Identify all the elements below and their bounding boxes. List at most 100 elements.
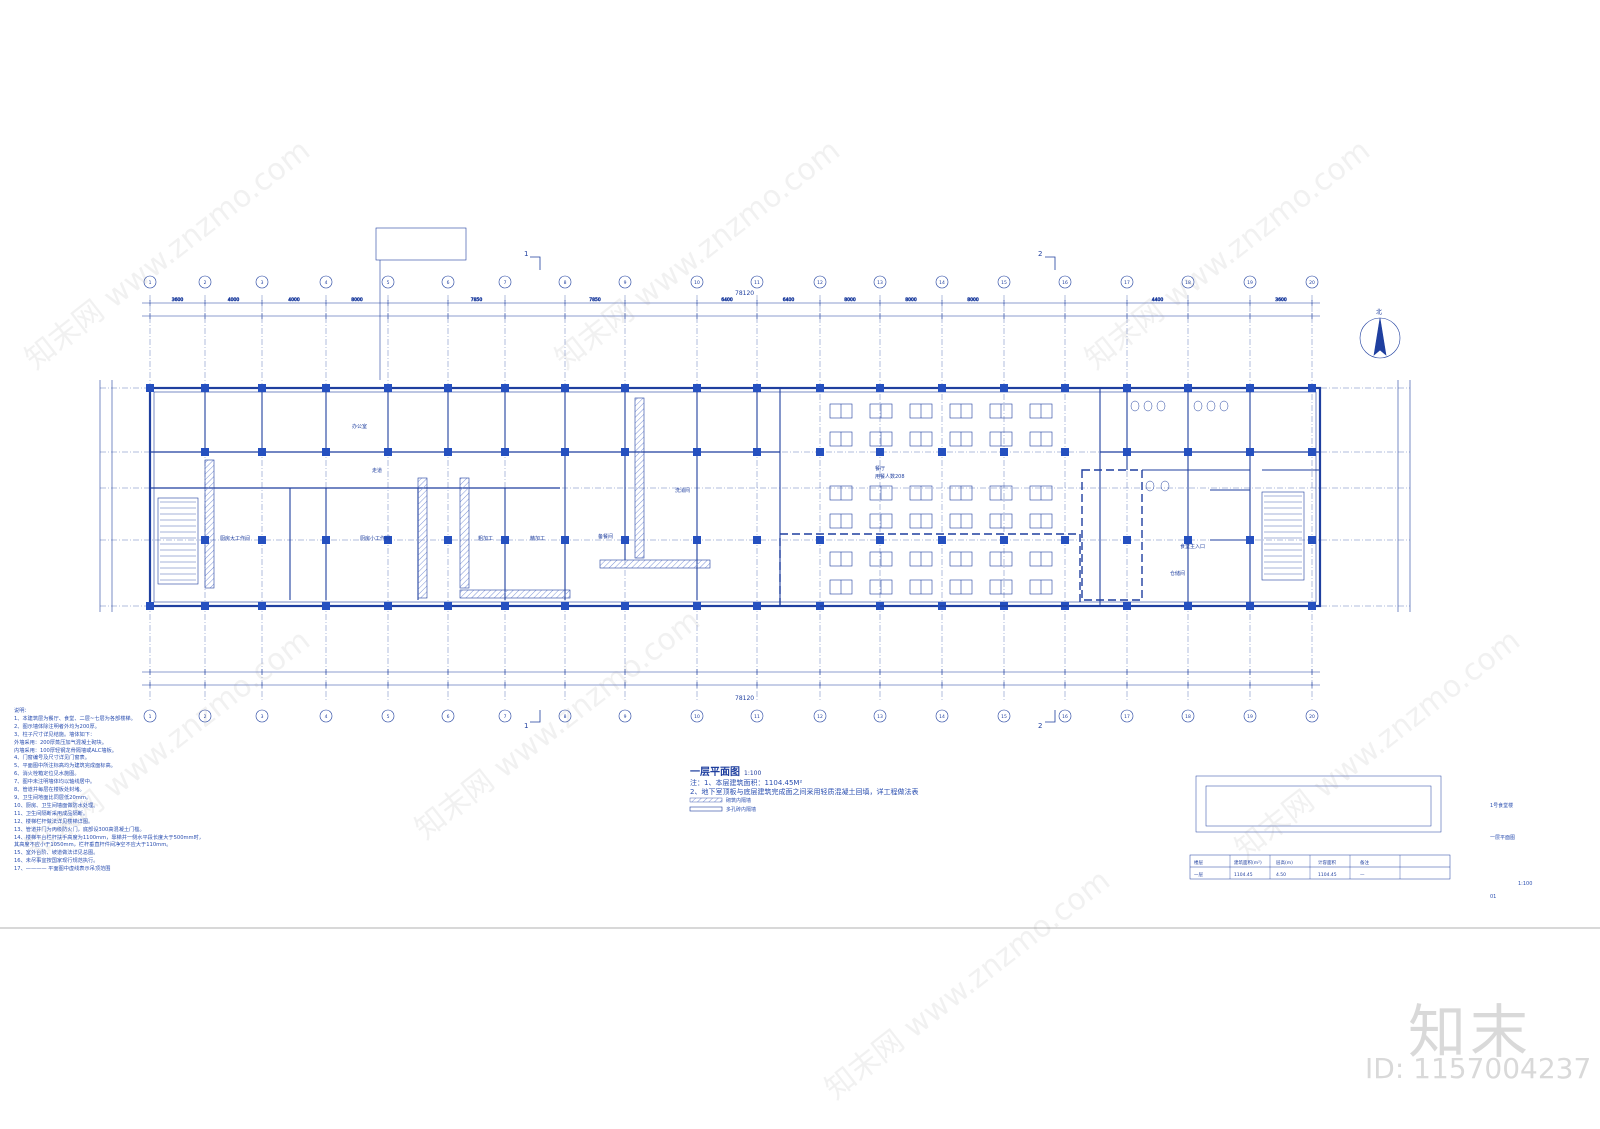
- room-kitchen-small: 厨房小工作间: [360, 535, 390, 542]
- axis-label: 9: [624, 280, 627, 286]
- dining-table: [989, 403, 1013, 419]
- column: [322, 448, 330, 456]
- dining-table: [1029, 513, 1053, 529]
- key-plan-table-cell: 计容面积: [1318, 861, 1336, 866]
- dining-table: [869, 551, 893, 567]
- axis-bubble: 13: [873, 709, 887, 723]
- room-roughing: 粗加工: [478, 535, 493, 542]
- axis-label: 17: [1124, 280, 1130, 286]
- column: [693, 384, 701, 392]
- toilet-fixture: [1206, 400, 1216, 412]
- axis-label: 7: [504, 714, 507, 720]
- key-plan-table-cell: 建筑面积(m²): [1234, 861, 1262, 866]
- column: [1061, 448, 1069, 456]
- column: [1184, 384, 1192, 392]
- dining-table: [949, 431, 973, 447]
- hatched-walls: [204, 397, 711, 599]
- axis-label: 9: [624, 714, 627, 720]
- stair-right-steps: [1264, 495, 1302, 575]
- toilet-fixture: [1219, 400, 1229, 412]
- key-plan-sub: 一层平面图: [1490, 835, 1516, 841]
- axis-bubble: 10: [690, 275, 704, 289]
- key-plan-table-cell: 1104.45: [1234, 872, 1253, 878]
- axis-bubble: 1: [143, 275, 157, 289]
- general-note-line: 外墙采用：200厚蒸压加气混凝土砌块。: [14, 739, 107, 746]
- column: [753, 448, 761, 456]
- dimension-label: 3600: [1275, 297, 1287, 303]
- axis-label: 17: [1124, 714, 1130, 720]
- dining-tables: [829, 403, 1053, 595]
- column: [322, 536, 330, 544]
- column: [322, 384, 330, 392]
- interior-partitions: [204, 388, 1320, 606]
- column: [816, 384, 824, 392]
- column: [816, 536, 824, 544]
- room-entrance: 食堂主入口: [1180, 543, 1205, 550]
- general-note-line: 14、楼梯平台栏杆扶手高度为1100mm，靠梯井一侧水平段长度大于500mm时，: [14, 834, 204, 841]
- column: [621, 384, 629, 392]
- axis-bubble: 15: [997, 275, 1011, 289]
- axis-bubble: 3: [255, 709, 269, 723]
- column: [258, 536, 266, 544]
- axis-label: 13: [877, 280, 883, 286]
- column: [146, 384, 154, 392]
- column: [384, 384, 392, 392]
- column: [501, 602, 509, 610]
- general-note-line: 12、楼梯栏杆做法详见楼梯详图。: [14, 818, 94, 825]
- axis-label: 10: [694, 714, 700, 720]
- dining-table: [829, 579, 853, 595]
- section-mark-1-bottom: 1: [524, 722, 528, 730]
- general-note-line: 10、厨房、卫生间墙面做防水处理。: [14, 802, 99, 809]
- axis-bubble: 11: [750, 275, 764, 289]
- dimension-label: 4000: [228, 297, 240, 303]
- axis-label: 8: [564, 280, 567, 286]
- axis-bubble: 2: [198, 275, 212, 289]
- column: [561, 448, 569, 456]
- dining-table: [989, 485, 1013, 501]
- dining-table: [869, 403, 893, 419]
- general-notes: 说明：1、本建筑层为餐厅、食堂、二层~七层为各部楼梯。2、图示墙体除注明者外均为…: [14, 708, 314, 874]
- key-plan-table-grid: [1229, 855, 1401, 879]
- plan-note-1: 注：1、本层建筑面积：1104.45M²: [690, 779, 803, 787]
- key-plan-table-cell: 4.50: [1276, 872, 1287, 878]
- dimension-label: 8000: [844, 297, 856, 303]
- callout-box: [375, 227, 467, 380]
- column: [1308, 448, 1316, 456]
- key-plan-table-cell: 层高(m): [1276, 861, 1293, 866]
- column: [876, 384, 884, 392]
- column: [938, 448, 946, 456]
- axis-bubble: 9: [618, 275, 632, 289]
- dining-table: [829, 551, 853, 567]
- dining-table: [989, 513, 1013, 529]
- column: [753, 602, 761, 610]
- total-dim-top: 78120: [735, 290, 754, 297]
- axis-label: 4: [325, 714, 328, 720]
- axis-bubble: 9: [618, 709, 632, 723]
- column: [753, 536, 761, 544]
- column: [1308, 602, 1316, 610]
- toilet-fixture: [1160, 480, 1170, 492]
- column: [501, 448, 509, 456]
- toilet-fixture: [1145, 480, 1155, 492]
- axis-bubble: 19: [1243, 709, 1257, 723]
- axis-bubble: 16: [1058, 275, 1072, 289]
- axis-bubble: 6: [441, 275, 455, 289]
- column: [1246, 448, 1254, 456]
- legend-label-1: 砌筑内隔墙: [726, 798, 752, 804]
- axis-bubble: 15: [997, 709, 1011, 723]
- column: [1123, 448, 1131, 456]
- column: [1184, 536, 1192, 544]
- axis-label: 6: [447, 714, 450, 720]
- axis-label: 20: [1309, 280, 1315, 286]
- key-plan-table-cell: 备注: [1360, 861, 1369, 866]
- key-plan-table-cell: 楼层: [1194, 861, 1203, 866]
- north-arrow-icon: [1359, 317, 1401, 359]
- column: [876, 536, 884, 544]
- axis-bubble: 16: [1058, 709, 1072, 723]
- general-note-line: 说明：: [14, 708, 30, 714]
- dining-table: [1029, 485, 1053, 501]
- room-storage: 仓储间: [1170, 570, 1185, 577]
- axis-bubble: 4: [319, 709, 333, 723]
- dimension-label: 4400: [1152, 297, 1164, 303]
